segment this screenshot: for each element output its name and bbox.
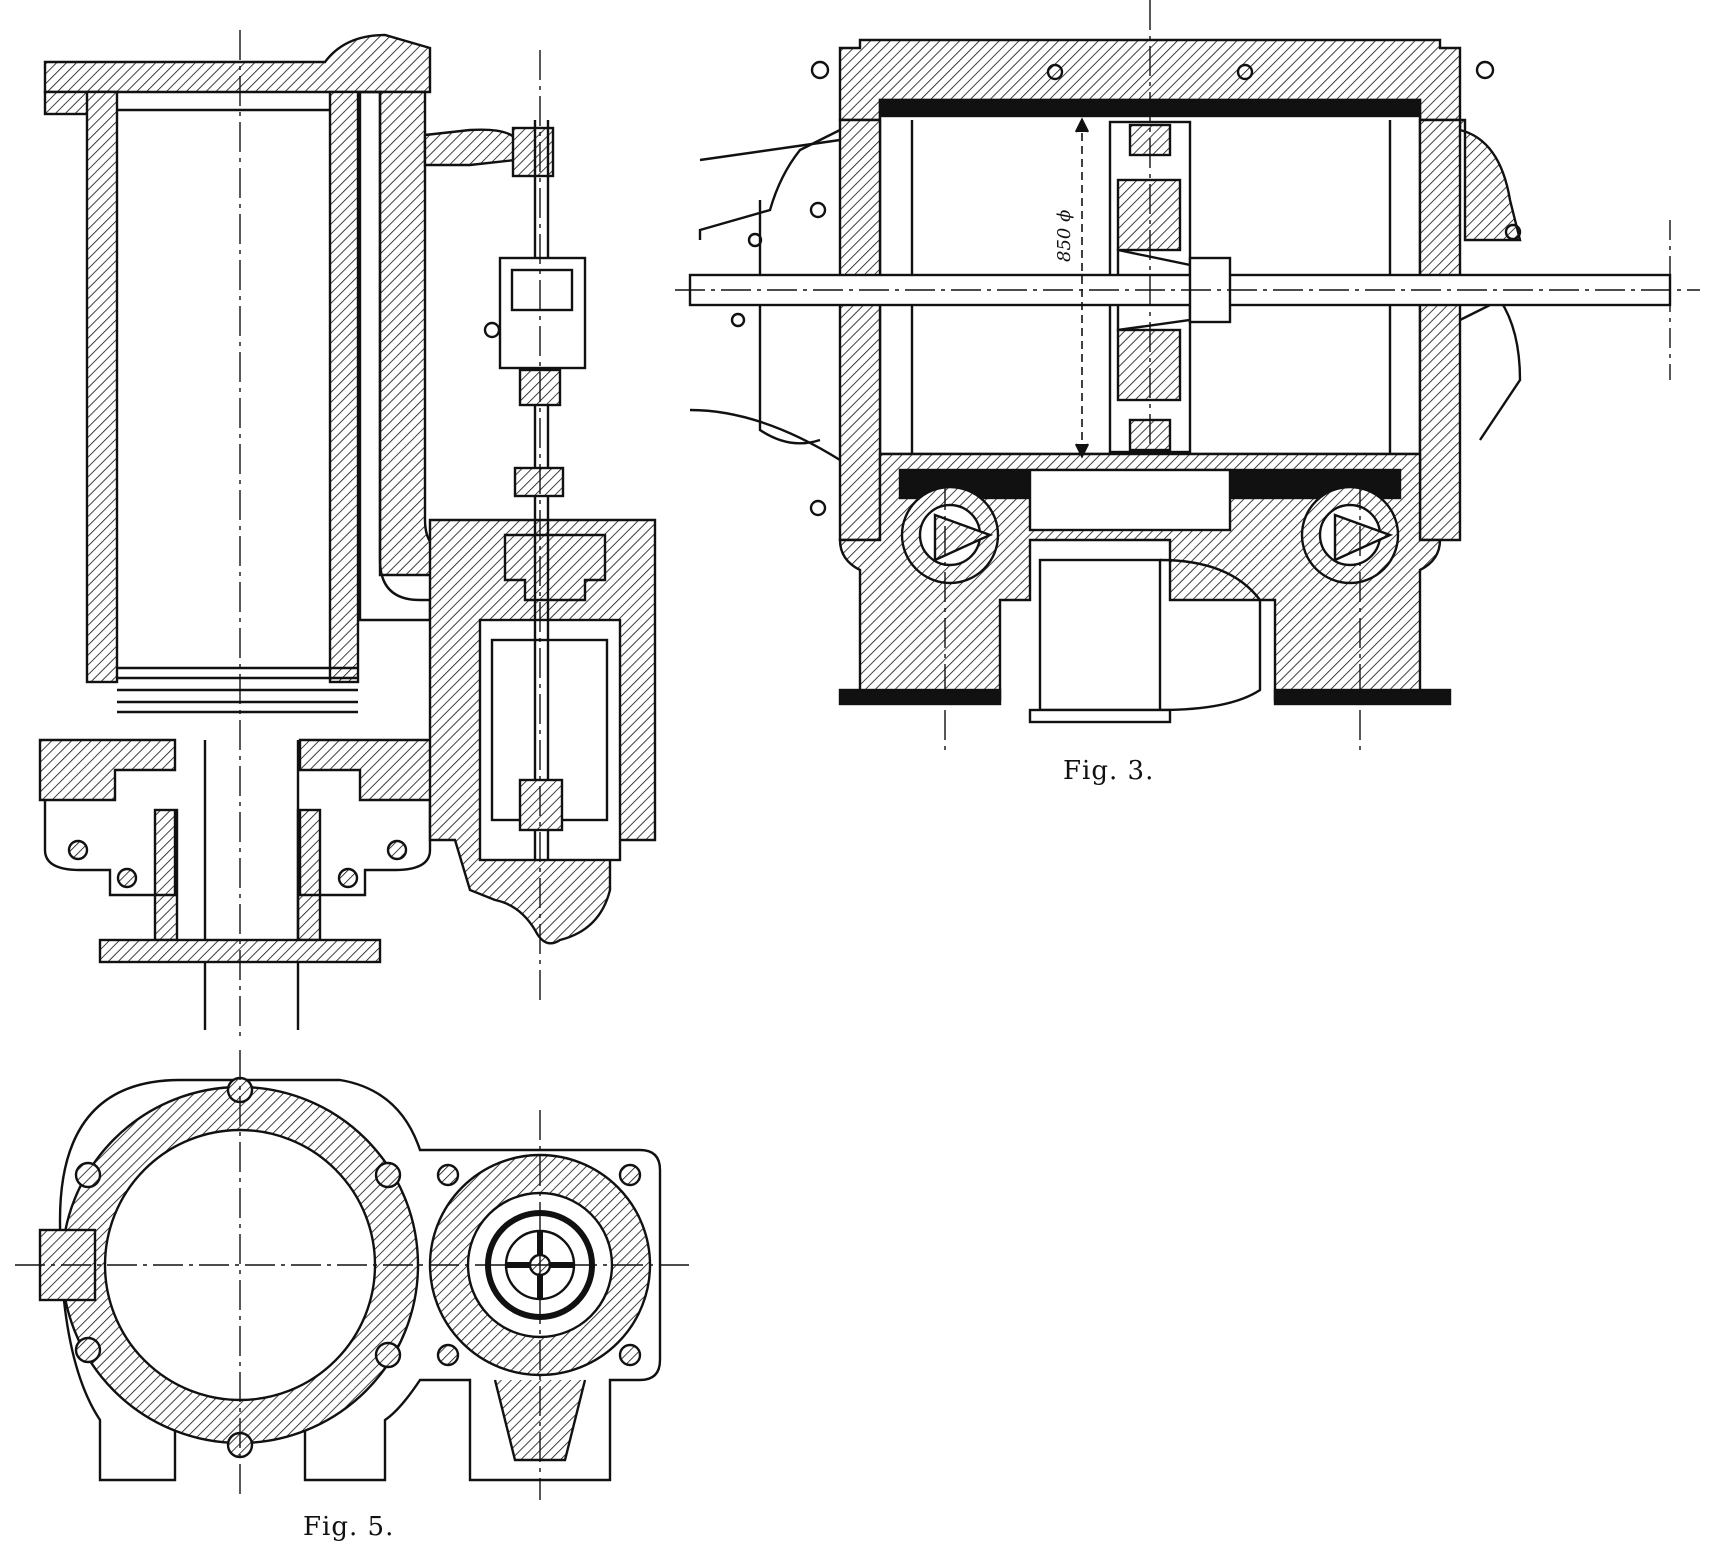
fig5-caption: Fig. 5.	[303, 1512, 395, 1542]
fig3-section	[675, 0, 1700, 750]
fig5-section	[38, 30, 657, 1040]
fig5-plan	[15, 1050, 690, 1500]
fig3-caption: Fig. 3.	[1063, 756, 1155, 786]
fig3-dimension-label: 850 ϕ	[1054, 210, 1075, 262]
